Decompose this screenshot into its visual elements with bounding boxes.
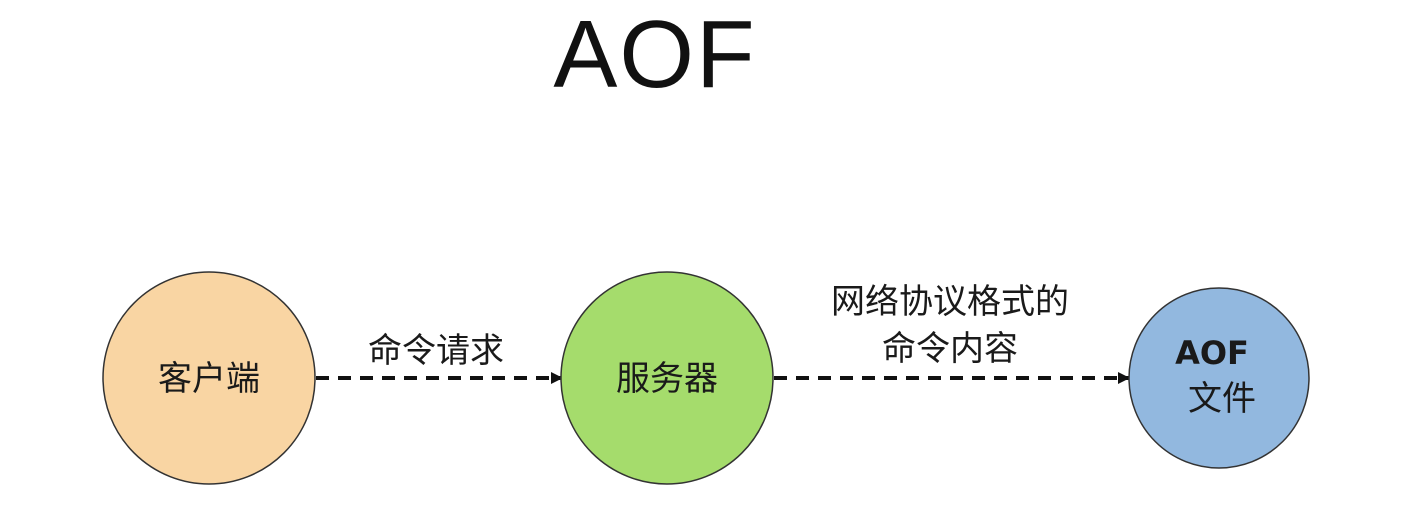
- node-aof-file-label-line-1: AOF: [1175, 334, 1249, 372]
- node-client-label: 客户端: [158, 359, 260, 399]
- node-aof-file: [1128, 287, 1310, 469]
- node-server-label: 服务器: [616, 359, 718, 399]
- edge-label-command-request: 命令请求: [368, 331, 504, 371]
- diagram-title: AOF: [553, 1, 757, 108]
- edge-label-protocol-line-1: 网络协议格式的: [831, 282, 1069, 322]
- edge-label-protocol-line-2: 命令内容: [882, 329, 1018, 369]
- node-server: [560, 271, 774, 485]
- node-client: [102, 271, 316, 485]
- node-aof-file-label-line-2: 文件: [1188, 379, 1256, 419]
